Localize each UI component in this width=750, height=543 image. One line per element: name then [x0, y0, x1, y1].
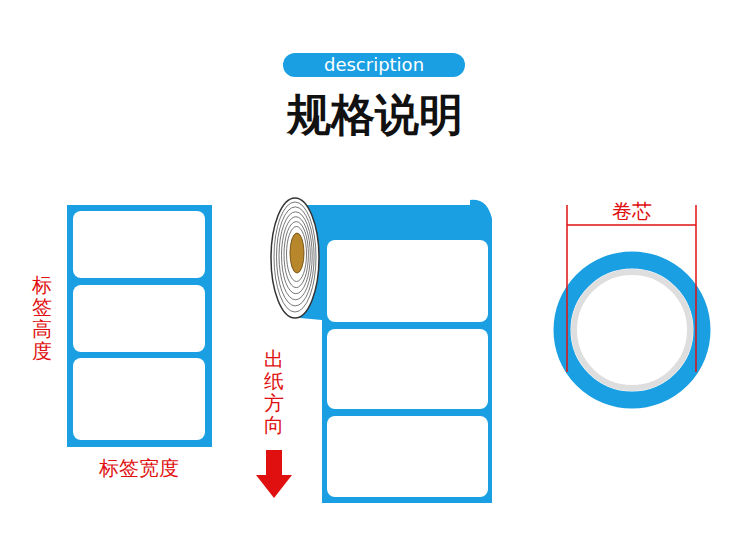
roll-end	[271, 198, 319, 318]
dimension-label: 标签高度	[32, 274, 52, 362]
label-sheet	[67, 205, 212, 447]
description-pill: description	[283, 53, 465, 77]
pill-text: description	[283, 53, 465, 77]
dimension-label: 标签宽度	[99, 457, 179, 479]
label-strip	[300, 205, 492, 503]
dimension-label: 卷芯	[609, 200, 655, 222]
arrow-shaft	[266, 450, 282, 476]
core-ring	[562, 260, 702, 400]
label-blank	[73, 358, 205, 440]
label-blank	[327, 240, 488, 322]
title: 规格说明	[287, 86, 463, 145]
core-inner	[574, 272, 690, 388]
dimension-label: 出纸方向	[264, 348, 284, 436]
dimension-line	[566, 205, 568, 372]
strip-curl	[470, 200, 492, 235]
dimension-line	[567, 224, 696, 226]
dimension-line	[695, 205, 697, 372]
label-blank	[73, 211, 205, 278]
roll-core	[290, 233, 304, 273]
label-blank	[327, 416, 488, 497]
roll-windings	[274, 202, 316, 312]
label-blank	[73, 285, 205, 352]
arrow-head	[256, 475, 292, 498]
label-blank	[327, 329, 488, 409]
